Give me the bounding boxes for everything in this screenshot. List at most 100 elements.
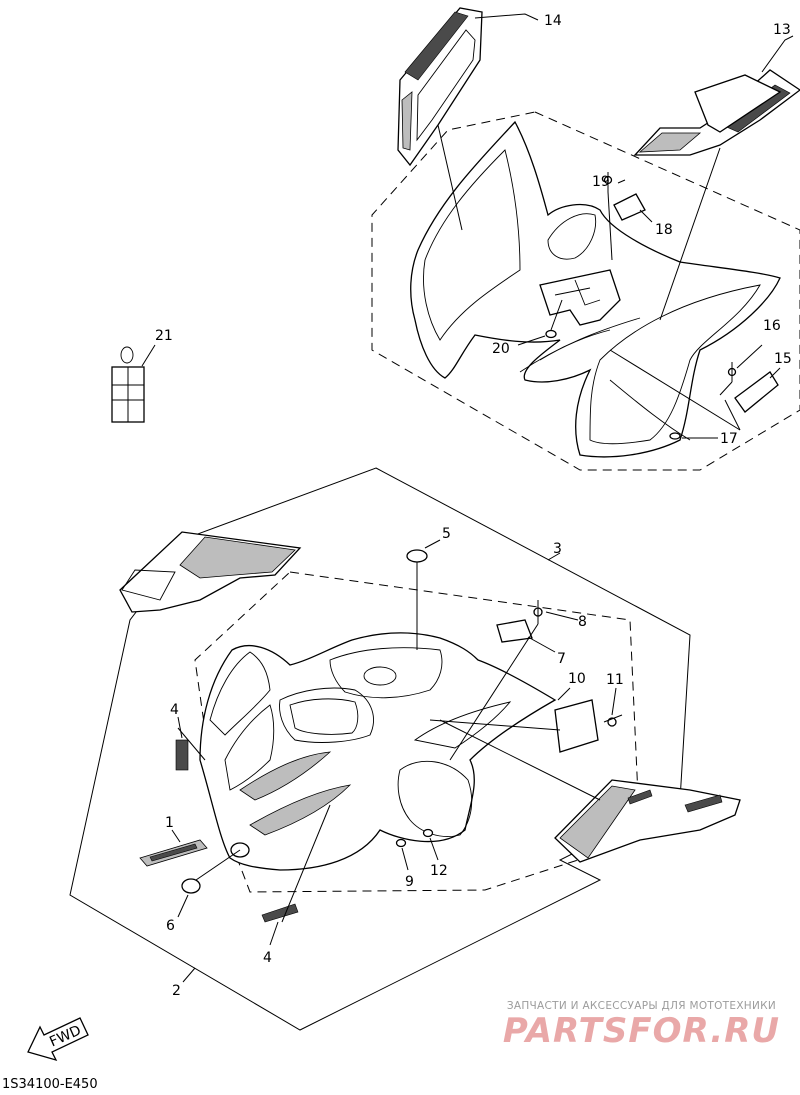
callout-14: 14 <box>544 13 562 29</box>
leader-20b <box>550 299 563 331</box>
leader-11 <box>611 687 617 716</box>
front-fender-right-wing <box>397 760 473 837</box>
cap-5 <box>406 549 428 563</box>
leader-7 <box>527 636 556 653</box>
nut-9 <box>395 838 407 848</box>
leader-4b <box>269 921 279 946</box>
callout-15: 15 <box>774 351 792 367</box>
leader-10b <box>429 719 561 731</box>
decal-14-logo <box>404 11 469 81</box>
leader-17c <box>724 399 741 431</box>
diagram-code: 1S34100-E450 <box>2 1077 98 1092</box>
callout-3: 3 <box>553 541 562 557</box>
decal-13b <box>694 74 782 133</box>
callout-8: 8 <box>578 614 587 630</box>
callout-17: 17 <box>720 431 738 447</box>
rear-fender-group <box>111 7 800 471</box>
leader-16b <box>719 381 733 396</box>
callout-5: 5 <box>442 526 451 542</box>
bolt-11-shank <box>603 714 623 723</box>
rear-fender-inner-line <box>609 379 691 441</box>
leader-13 <box>761 35 794 73</box>
clip-20 <box>545 329 557 339</box>
front-fender-cap-recess <box>363 666 397 686</box>
leader-19 <box>617 179 626 184</box>
leader-20 <box>517 335 546 346</box>
plate-7 <box>496 619 533 643</box>
plate-10 <box>554 699 599 753</box>
leader-6b <box>195 849 241 881</box>
callout-4-upper: 4 <box>170 702 179 718</box>
front-fender-group: FWD <box>27 467 741 1062</box>
leader-14 <box>474 13 539 21</box>
plate-18 <box>613 193 646 221</box>
front-fender-headlight-inner <box>289 698 359 735</box>
flap-bracket-detail <box>554 279 601 306</box>
leaders-lower <box>171 539 617 983</box>
rear-fender-panel-right <box>589 284 761 445</box>
front-fender-top-panel <box>329 647 443 699</box>
leader-18 <box>639 209 653 223</box>
nut-12 <box>422 828 434 838</box>
callout-18: 18 <box>655 222 673 238</box>
cap-6 <box>181 878 201 894</box>
rear-fender-panel-left <box>423 149 521 341</box>
front-fender-outline <box>194 571 641 893</box>
leader-1 <box>171 829 181 843</box>
callout-19: 19 <box>592 174 610 190</box>
decal-13-stripe <box>638 132 702 153</box>
decal-1-text <box>149 843 198 862</box>
tag-21-loop <box>120 346 134 364</box>
watermark-subtitle: ЗАПЧАСТИ И АКСЕССУАРЫ ДЛЯ МОТОТЕХНИКИ <box>506 1000 777 1012</box>
front-fender-fin <box>413 701 512 749</box>
decal-14-inner <box>416 29 476 142</box>
decal-2-left-edge <box>121 569 176 601</box>
leader-10 <box>557 687 571 701</box>
leader-8b <box>449 623 539 761</box>
callout-6: 6 <box>166 918 175 934</box>
leader-21 <box>141 344 156 367</box>
callout-1: 1 <box>165 815 174 831</box>
decal-4-upper <box>175 739 189 771</box>
callout-16: 16 <box>763 318 781 334</box>
decal-3-right-logo <box>684 794 723 813</box>
callout-9: 9 <box>405 874 414 890</box>
callout-21: 21 <box>155 328 173 344</box>
leader-6 <box>177 894 189 918</box>
flap-bracket <box>539 269 621 326</box>
leader-2 <box>182 967 196 983</box>
watermark-logo: PARTSFOR.RU <box>502 1011 780 1051</box>
tag-21 <box>111 346 145 423</box>
front-fender-headlight-surround <box>279 687 374 743</box>
leader-13b <box>659 147 721 321</box>
callouts: 1 2 3 4 4 5 6 7 8 9 10 11 12 13 14 15 16… <box>155 13 792 999</box>
callout-10: 10 <box>568 671 586 687</box>
fwd-arrow: FWD <box>27 1017 89 1062</box>
leader-15 <box>769 367 781 379</box>
front-fender-left-wing-2 <box>224 704 275 791</box>
decal-14 <box>397 7 483 167</box>
rear-fender-grab <box>547 213 597 260</box>
leader-12 <box>429 837 439 861</box>
leader-4 <box>177 716 183 739</box>
leader-3 <box>547 552 561 561</box>
callout-4-lower: 4 <box>263 950 272 966</box>
callout-2: 2 <box>172 983 181 999</box>
leader-16 <box>736 344 763 369</box>
leader-5 <box>424 539 441 549</box>
callout-7: 7 <box>557 651 566 667</box>
leader-17b <box>609 349 741 431</box>
leader-8 <box>545 611 579 621</box>
rear-fender-group-outline <box>371 111 800 471</box>
callout-20: 20 <box>492 341 510 357</box>
decal-14-stripe <box>401 91 413 151</box>
leader-14b <box>437 124 463 231</box>
callout-12: 12 <box>430 863 448 879</box>
decal-3-right-text <box>627 789 653 805</box>
front-fender-stripe-1 <box>239 751 332 801</box>
front-fender <box>199 632 557 871</box>
leader-19b <box>607 191 613 261</box>
front-fender-stripe-2 <box>249 784 352 836</box>
nut-17 <box>669 432 681 440</box>
